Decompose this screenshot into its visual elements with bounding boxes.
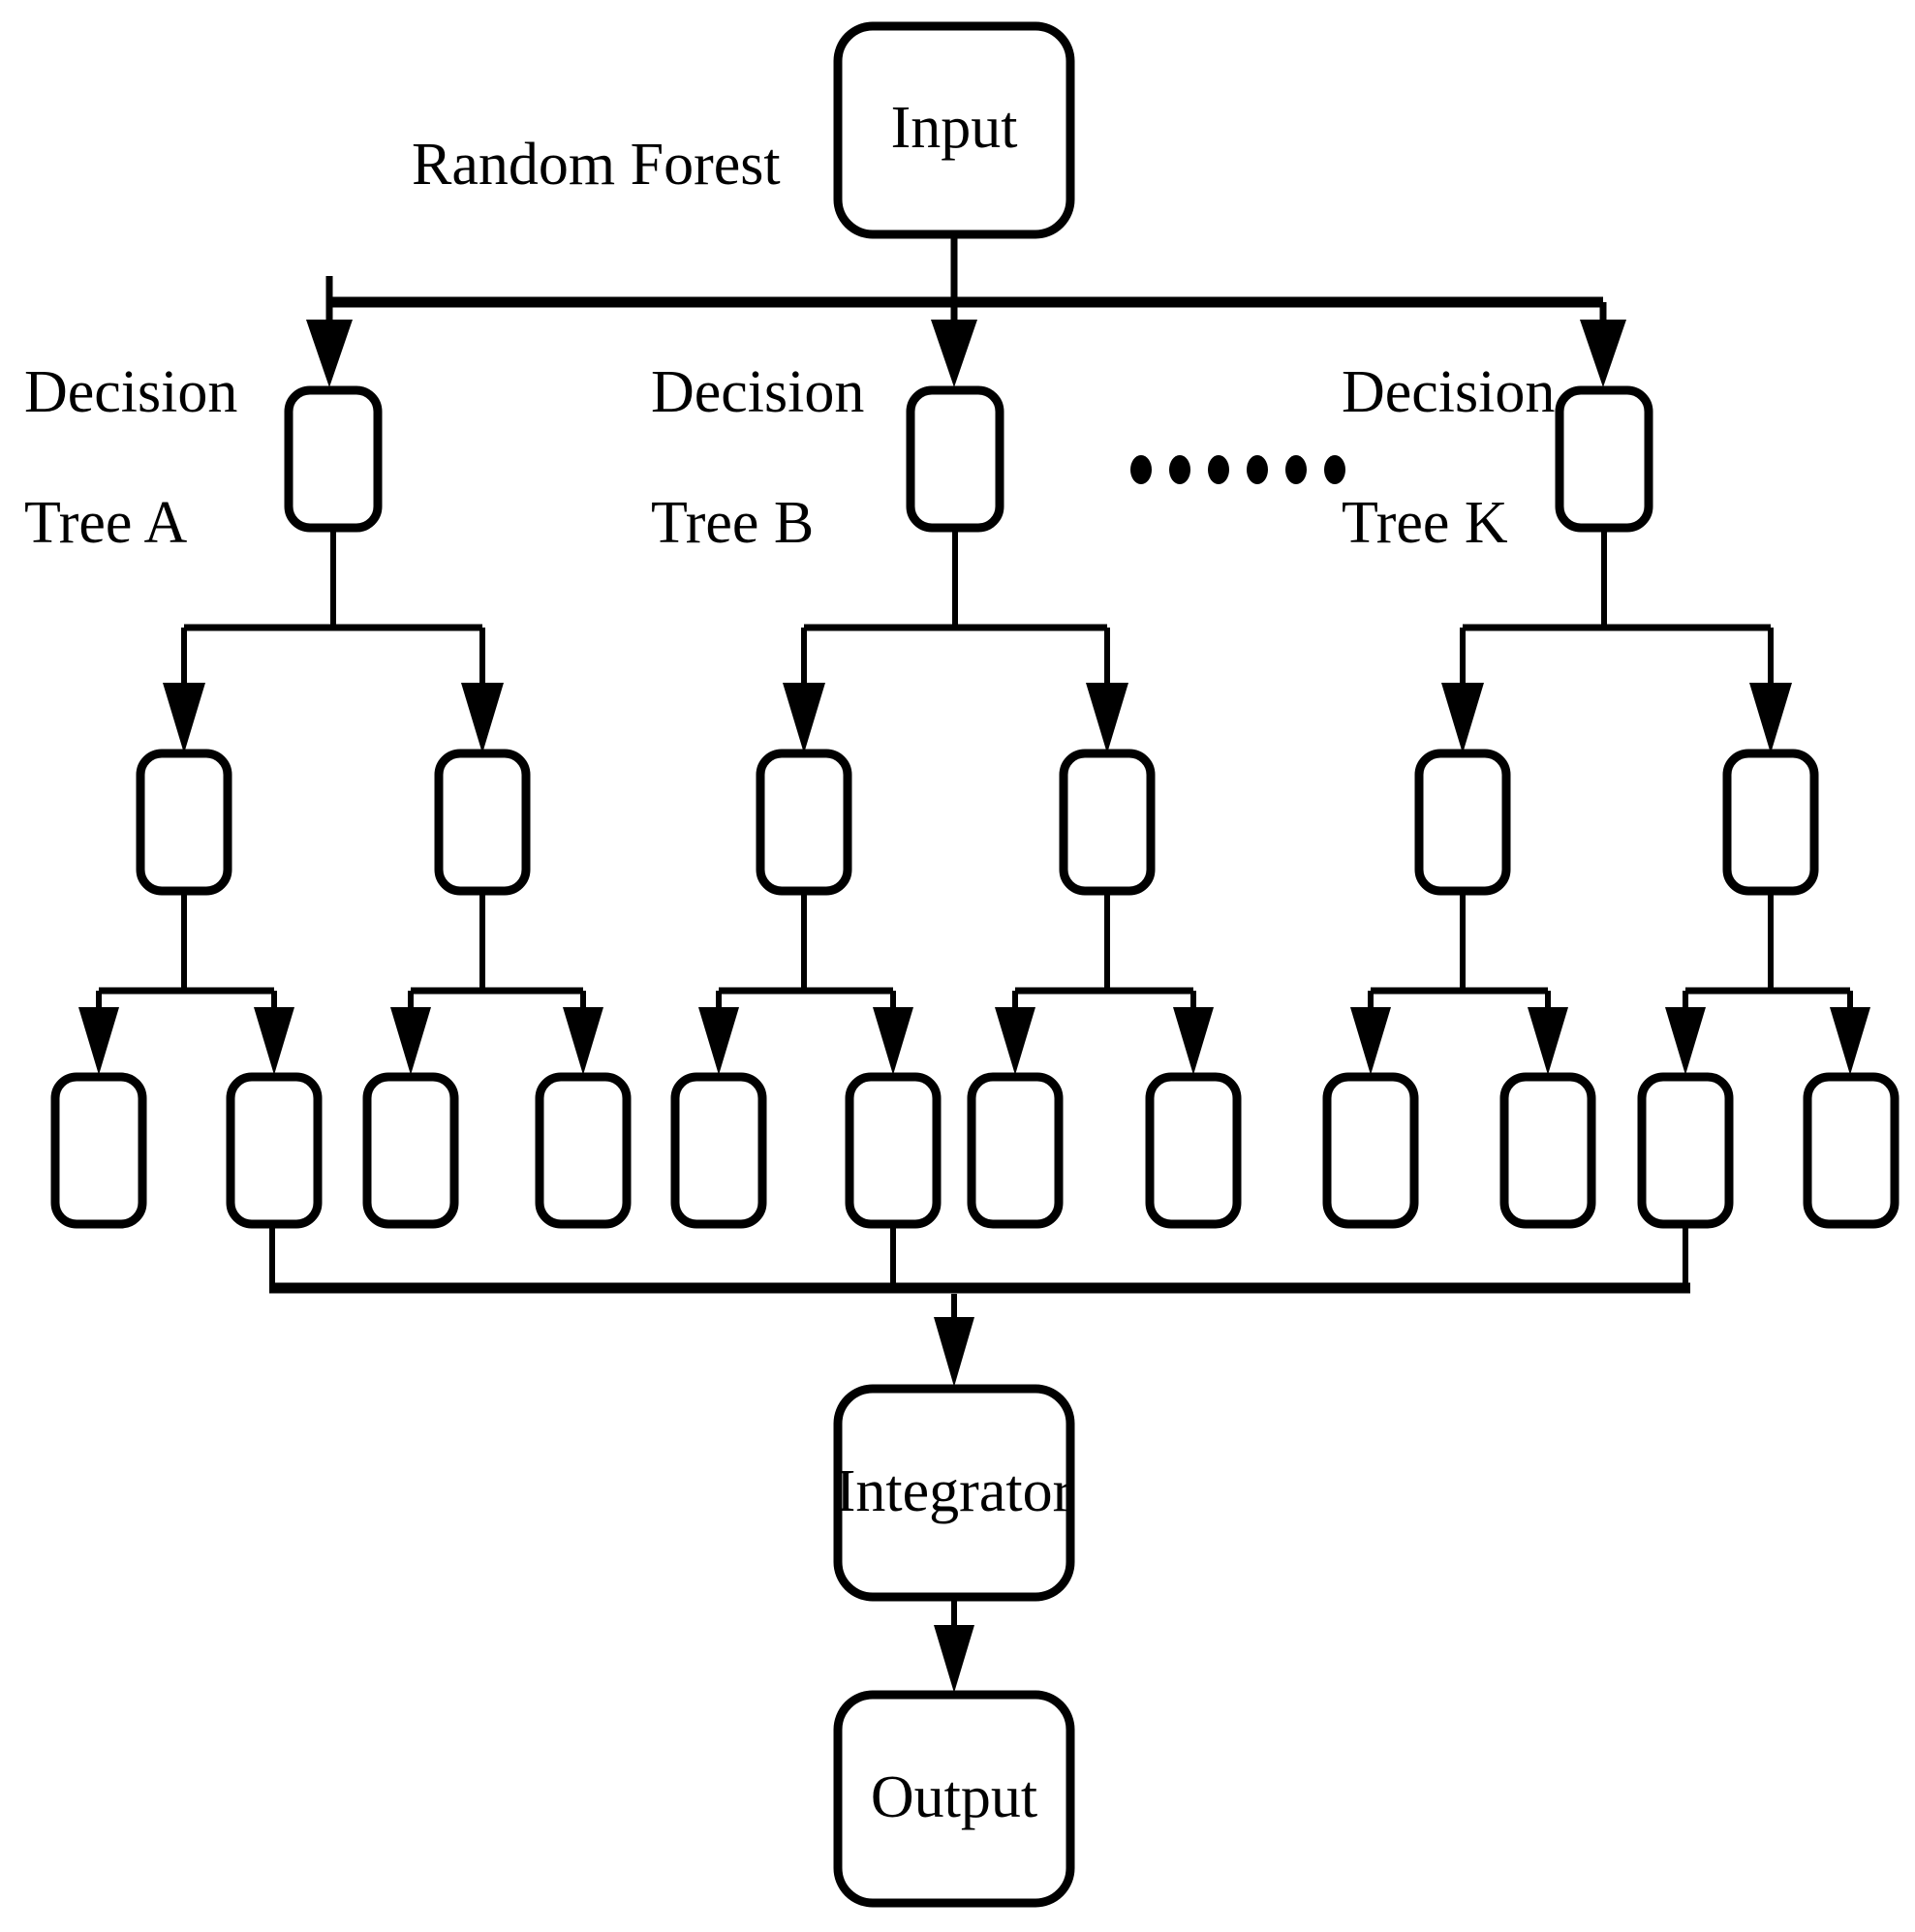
level2-box-4[interactable] [1059,749,1156,896]
arrowhead-leaf-11 [1665,1007,1706,1075]
tree-b-caption: Decision Tree B [651,359,864,556]
level2-6-edges [1665,891,1870,1075]
level2-5-edges [1350,891,1568,1075]
random-forest-label: Random Forest [412,132,781,198]
leaf-box-4[interactable] [535,1072,632,1229]
leaf-box-7[interactable] [967,1072,1064,1229]
level2-2-edges [390,891,603,1075]
arrowhead-leaf-9 [1350,1007,1391,1075]
leaf-box-5[interactable] [670,1072,767,1229]
leaf-box-11[interactable] [1637,1072,1734,1229]
tree-a-label-line2: Tree A [24,490,187,556]
leaf-box-9[interactable] [1322,1072,1419,1229]
arrowhead-leaf-8 [1173,1007,1214,1075]
tree-root-b[interactable] [906,385,1004,533]
input-label: Input [891,95,1018,161]
tree-b-root-box[interactable] [906,385,1004,533]
arrowhead-leaf-7 [995,1007,1035,1075]
arrowhead-leaf-3 [390,1007,431,1075]
tree-leaf-nodes [50,1072,1900,1229]
tree-k-root-box[interactable] [1555,385,1653,533]
level2-3-edges [698,891,913,1075]
arrowhead-tree-b [931,320,977,387]
arrowhead-a-right [461,683,504,753]
arrowhead-leaf-4 [563,1007,603,1075]
level2-1-edges [78,891,294,1075]
leaf-box-6[interactable] [845,1072,942,1229]
leaf-box-10[interactable] [1499,1072,1596,1229]
tree-root-a[interactable] [284,385,383,533]
arrowhead-leaf-2 [254,1007,294,1075]
tree-k-level1-edges [1441,528,1792,753]
node-input[interactable]: Input [833,21,1075,239]
arrowhead-leaf-1 [78,1007,119,1075]
tree-level2-nodes [136,749,1819,896]
arrowhead-integrator [934,1317,974,1387]
tree-b-label-line2: Tree B [651,490,814,556]
integrator-label: Integrator [836,1458,1073,1524]
tree-a-caption: Decision Tree A [24,359,237,556]
tree-root-k[interactable] [1555,385,1653,533]
arrowhead-k-left [1441,683,1484,753]
arrowhead-output [934,1625,974,1693]
arrowhead-b-left [783,683,825,753]
leaf-box-2[interactable] [226,1072,323,1229]
level2-4-edges [995,891,1214,1075]
arrowhead-tree-k [1580,320,1626,387]
level2-box-6[interactable] [1722,749,1819,896]
tree-a-level1-edges [163,528,504,753]
leaf-box-3[interactable] [362,1072,459,1229]
input-to-trees-edges [306,234,1626,387]
tree-a-root-box[interactable] [284,385,383,533]
level2-box-5[interactable] [1414,749,1511,896]
level2-box-1[interactable] [136,749,232,896]
level2-box-3[interactable] [756,749,852,896]
arrowhead-leaf-12 [1830,1007,1870,1075]
tree-a-label-line1: Decision [24,359,237,425]
output-box[interactable] [833,1690,1075,1908]
leaf-box-1[interactable] [50,1072,147,1229]
arrowhead-k-right [1749,683,1792,753]
node-integrator[interactable]: Integrator [833,1384,1075,1602]
node-output[interactable]: Output [833,1690,1075,1908]
arrowhead-tree-a [306,320,353,387]
tree-b-level1-edges [783,528,1128,753]
output-label: Output [871,1764,1037,1830]
leaf-box-12[interactable] [1803,1072,1900,1229]
tree-b-label-line1: Decision [651,359,864,425]
arrowhead-a-left [163,683,205,753]
level2-box-2[interactable] [434,749,531,896]
integrator-to-output-edge [934,1597,974,1693]
arrowhead-leaf-6 [873,1007,913,1075]
collector-edges [269,1224,1690,1387]
arrowhead-b-right [1086,683,1128,753]
tree-k-caption: Decision Tree K [1342,359,1555,556]
tree-k-label-line2: Tree K [1342,490,1508,556]
leaf-box-8[interactable] [1145,1072,1242,1229]
tree-k-label-line1: Decision [1342,359,1555,425]
ellipsis-icon [1130,455,1345,484]
arrowhead-leaf-10 [1528,1007,1568,1075]
arrowhead-leaf-5 [698,1007,739,1075]
